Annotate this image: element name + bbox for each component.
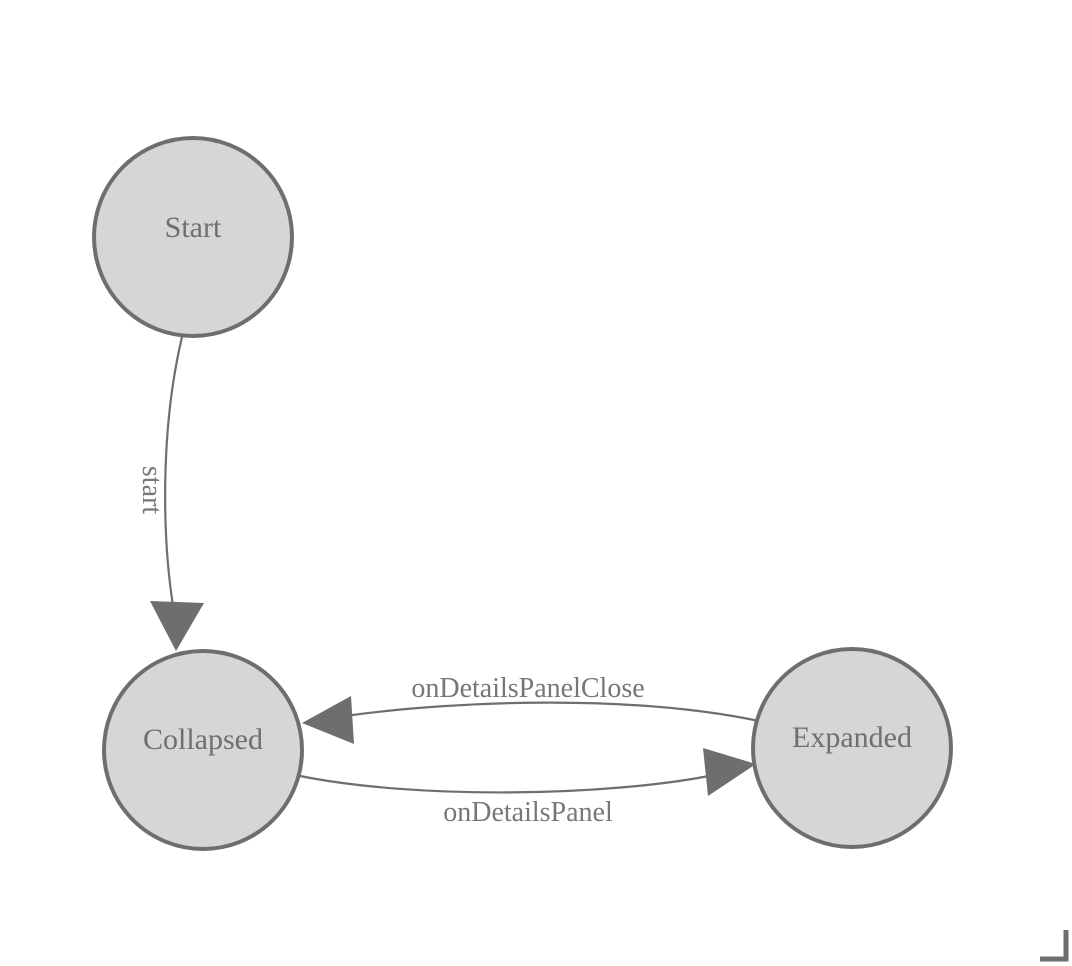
edge-label-on-details-panel: onDetailsPanel [443, 797, 613, 828]
state-label-expanded: Expanded [792, 721, 912, 754]
state-circle-expanded [751, 647, 953, 849]
state-label-start: Start [165, 211, 222, 244]
state-node-start[interactable]: Start [92, 136, 294, 338]
arrowhead-into-collapsed-left [302, 696, 354, 744]
state-label-collapsed: Collapsed [143, 723, 263, 756]
arrowhead-into-expanded-left [703, 748, 756, 796]
transition-start-to-collapsed[interactable]: start [136, 336, 204, 651]
transition-collapsed-to-expanded[interactable]: onDetailsPanel [299, 748, 756, 828]
arrowhead-into-collapsed-top [150, 601, 204, 651]
transition-expanded-to-collapsed[interactable]: onDetailsPanelClose [302, 673, 769, 744]
edge-label-start: start [136, 466, 167, 514]
state-node-expanded[interactable]: Expanded [751, 647, 953, 849]
resize-corner-marker[interactable] [1040, 930, 1069, 962]
edge-label-on-details-panel-close: onDetailsPanelClose [411, 673, 644, 704]
state-circle-collapsed [102, 649, 304, 851]
state-circle-start [92, 136, 294, 338]
edge-path-expanded-to-collapsed [344, 701, 769, 725]
edge-path-collapsed-to-expanded [299, 773, 715, 794]
edge-path-start-to-collapsed [164, 336, 184, 613]
state-node-collapsed[interactable]: Collapsed [102, 649, 304, 851]
